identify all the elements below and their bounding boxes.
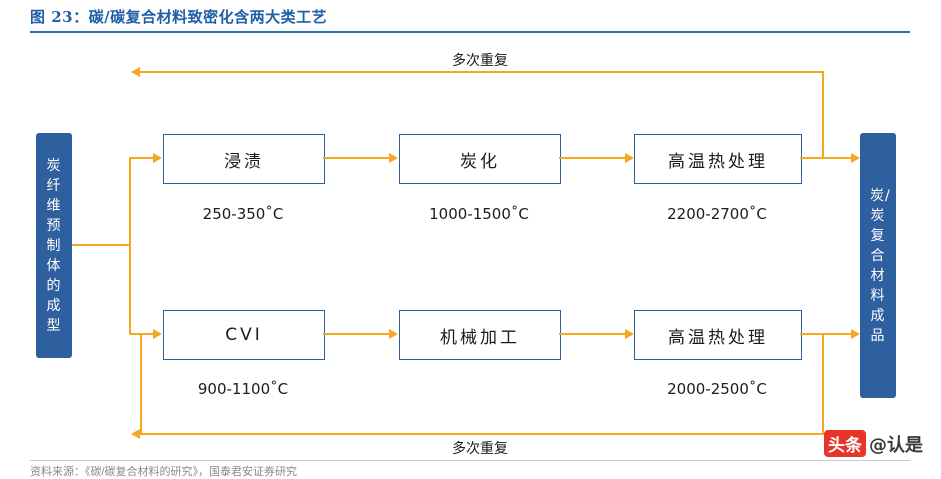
- process-box-top-3: 高温热处理: [634, 134, 802, 184]
- loop-top-right-vertical: [822, 71, 824, 157]
- connector-start-out: [72, 244, 130, 246]
- connector-bottom-2-3: [559, 333, 625, 335]
- process-box-top-3-label: 高温热处理: [668, 151, 768, 172]
- process-box-top-1-label: 浸渍: [224, 151, 264, 172]
- arrow-to-bottom-1: [153, 329, 162, 339]
- title-divider: [30, 31, 910, 33]
- figure-title: 图 23：碳/碳复合材料致密化含两大类工艺: [30, 8, 328, 26]
- temp-bottom-3: 2000-2500˚C: [667, 380, 767, 398]
- loop-bottom-horizontal: [140, 433, 824, 435]
- loop-top-arrow: [131, 67, 140, 77]
- arrow-bottom-2-3: [625, 329, 634, 339]
- node-end-label: 炭/炭复合材料成品: [870, 187, 891, 344]
- arrow-top-3-end: [851, 153, 860, 163]
- process-box-bottom-1: CVI: [163, 310, 325, 360]
- temp-top-3: 2200-2700˚C: [667, 205, 767, 223]
- arrow-to-top-1: [153, 153, 162, 163]
- figure-source: 资料来源：《碳/碳复合材料的研究》，国泰君安证券研究: [30, 466, 298, 478]
- node-start: 炭纤维预制体的成型: [36, 133, 72, 358]
- connector-top-3-end: [800, 157, 851, 159]
- process-box-bottom-3-label: 高温热处理: [668, 327, 768, 348]
- arrow-bottom-1-2: [389, 329, 398, 339]
- process-box-bottom-2-label: 机械加工: [440, 327, 520, 348]
- node-end: 炭/炭复合材料成品: [860, 133, 896, 398]
- arrow-bottom-3-end: [851, 329, 860, 339]
- connector-top-2-3: [559, 157, 625, 159]
- loop-bottom-right-vertical: [822, 333, 824, 435]
- temp-top-2: 1000-1500˚C: [429, 205, 529, 223]
- connector-split-vertical: [129, 157, 131, 334]
- watermark-text: @认是: [869, 434, 923, 456]
- watermark-badge: 头条: [824, 430, 866, 457]
- temp-bottom-1: 900-1100˚C: [197, 380, 289, 398]
- node-start-label: 炭纤维预制体的成型: [46, 157, 62, 334]
- connector-bottom-3-end: [800, 333, 851, 335]
- process-box-bottom-1-label: CVI: [225, 325, 263, 345]
- arrow-top-1-2: [389, 153, 398, 163]
- process-box-bottom-2: 机械加工: [399, 310, 561, 360]
- footer-divider: [30, 460, 910, 461]
- arrow-top-2-3: [625, 153, 634, 163]
- temp-top-1: 250-350˚C: [202, 205, 284, 223]
- connector-split-top: [129, 157, 154, 159]
- process-box-bottom-3: 高温热处理: [634, 310, 802, 360]
- loop-bottom-arrow: [131, 429, 140, 439]
- process-box-top-1: 浸渍: [163, 134, 325, 184]
- loop-bottom-label: 多次重复: [452, 441, 508, 457]
- process-box-top-2-label: 炭化: [460, 151, 500, 172]
- connector-top-1-2: [323, 157, 389, 159]
- loop-top-horizontal: [140, 71, 824, 73]
- watermark: 头条 @认是: [824, 430, 923, 457]
- connector-bottom-1-2: [323, 333, 389, 335]
- loop-top-label: 多次重复: [452, 53, 508, 69]
- process-box-top-2: 炭化: [399, 134, 561, 184]
- loop-bottom-left-vertical: [140, 333, 142, 433]
